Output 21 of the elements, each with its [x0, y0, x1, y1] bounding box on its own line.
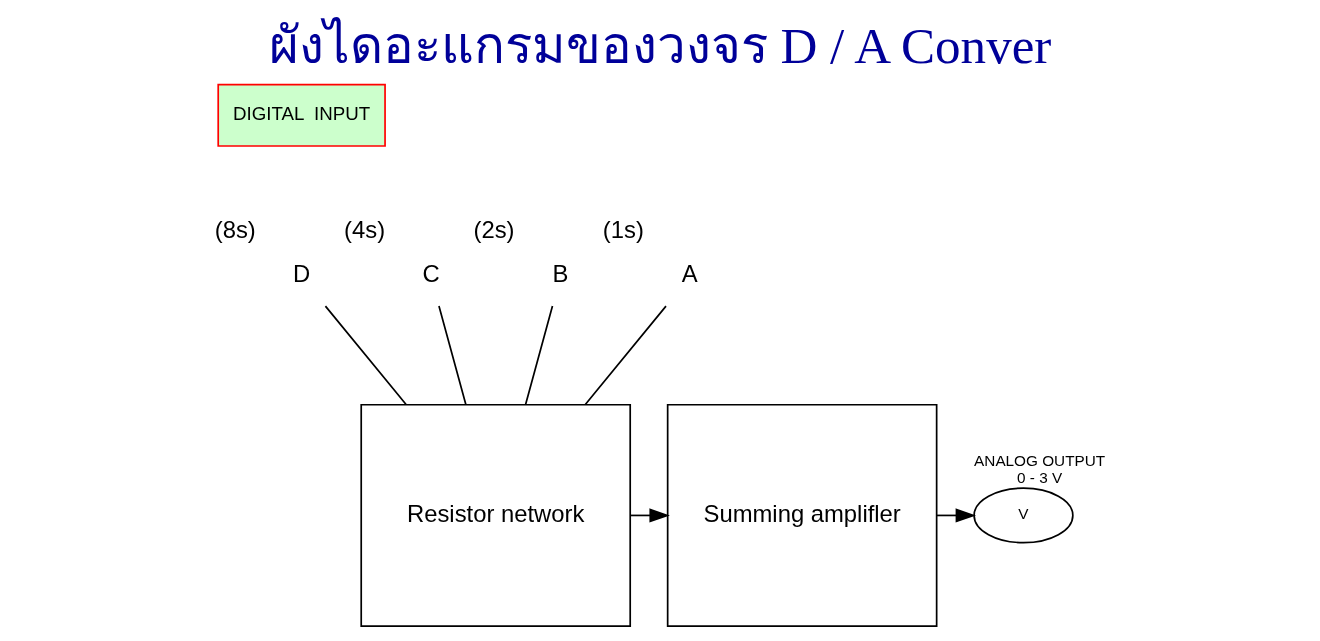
- node-label: ANALOG OUTPUT: [974, 452, 1106, 470]
- node-label: (1s): [602, 216, 644, 244]
- node-label: (4s): [344, 216, 386, 244]
- connector: [324, 305, 407, 406]
- node-label: 0 - 3 V: [1017, 469, 1063, 487]
- node-box: Resistor network: [360, 403, 632, 627]
- node-ellipse: V: [973, 487, 1074, 544]
- node-box: Summing amplifler: [666, 403, 938, 627]
- node-label: (8s): [214, 216, 256, 244]
- node-text: D: [293, 259, 311, 287]
- node-box: DIGITAL INPUT: [217, 83, 386, 147]
- node-text: C: [422, 259, 440, 287]
- node-label: (2s): [473, 216, 515, 244]
- node-text: B: [552, 259, 569, 287]
- arrow: [936, 508, 977, 523]
- connector: [438, 305, 467, 406]
- connector: [584, 305, 667, 406]
- diagram-title: ผังไดอะแกรมของวงจร D / A Conver: [268, 16, 1052, 74]
- node-text: A: [681, 259, 698, 287]
- arrow: [629, 508, 670, 523]
- connector: [524, 305, 554, 406]
